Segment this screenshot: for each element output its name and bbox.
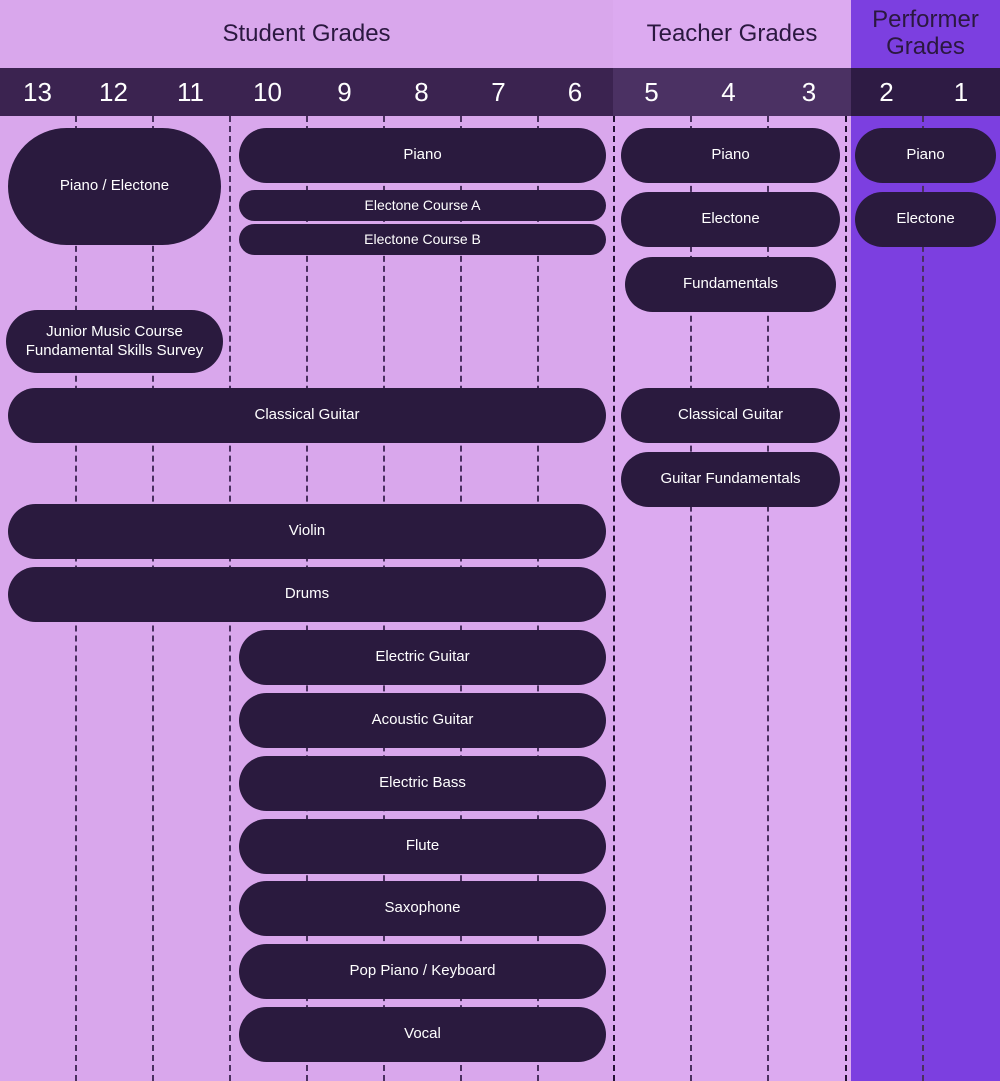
course-pill[interactable]: Violin [8, 504, 606, 559]
course-pill[interactable]: Piano [621, 128, 840, 183]
course-pill[interactable]: Electone [621, 192, 840, 247]
course-pill[interactable]: Piano / Electone [8, 128, 221, 245]
grade-number-12[interactable]: 12 [99, 76, 128, 107]
grade-number-4[interactable]: 4 [721, 76, 736, 107]
course-pill[interactable]: Electone Course A [239, 190, 606, 221]
course-pill[interactable]: Classical Guitar [621, 388, 840, 443]
section-header-row: Student Grades Teacher Grades Performer … [0, 0, 1000, 68]
grade-number-7[interactable]: 7 [491, 76, 506, 107]
course-pill[interactable]: Fundamentals [625, 257, 836, 312]
grade-number-9[interactable]: 9 [337, 76, 352, 107]
section-title-student: Student Grades [222, 19, 391, 47]
course-pill[interactable]: Pop Piano / Keyboard [239, 944, 606, 999]
gridline [845, 116, 847, 1081]
course-pill-label-line: Fundamental Skills Survey [25, 341, 204, 359]
gridline [767, 116, 769, 1081]
section-title-performer: Performer Grades [872, 6, 979, 60]
course-pill-label-line: Junior Music Course [46, 323, 183, 341]
grade-number-10[interactable]: 10 [253, 76, 282, 107]
course-pill[interactable]: Classical Guitar [8, 388, 606, 443]
grade-number-band-student [0, 68, 613, 116]
course-pill[interactable]: Flute [239, 819, 606, 874]
grade-number-3[interactable]: 3 [801, 76, 817, 107]
grade-number-6[interactable]: 6 [567, 76, 583, 107]
course-pill[interactable]: Electric Bass [239, 756, 606, 811]
course-pill[interactable]: Saxophone [239, 881, 606, 936]
section-title-teacher: Teacher Grades [646, 19, 818, 47]
grade-number-11[interactable]: 11 [177, 76, 204, 107]
course-pill[interactable]: Drums [8, 567, 606, 622]
grade-number-row: 13 12 11 10 9 8 7 6 5 4 3 2 1 [0, 68, 1000, 116]
gridline [922, 116, 924, 1081]
course-pill[interactable]: Electric Guitar [239, 630, 606, 685]
grade-number-8[interactable]: 8 [414, 76, 429, 107]
course-pill[interactable]: Piano [239, 128, 606, 183]
course-pill[interactable]: Electone Course B [239, 224, 606, 255]
grade-number-band-teacher [613, 68, 851, 116]
grade-number-5[interactable]: 5 [644, 76, 659, 107]
gridline [690, 116, 692, 1081]
grade-number-1[interactable]: 1 [953, 76, 969, 107]
grade-number-2[interactable]: 2 [879, 76, 894, 107]
course-pill[interactable]: Electone [855, 192, 996, 247]
course-pill[interactable]: Piano [855, 128, 996, 183]
course-pill[interactable]: Vocal [239, 1007, 606, 1062]
gridline [613, 116, 615, 1081]
course-pill[interactable]: Acoustic Guitar [239, 693, 606, 748]
grade-number-band-performer [851, 68, 1000, 116]
grade-number-13[interactable]: 13 [23, 76, 52, 107]
course-pill[interactable]: Guitar Fundamentals [621, 452, 840, 507]
